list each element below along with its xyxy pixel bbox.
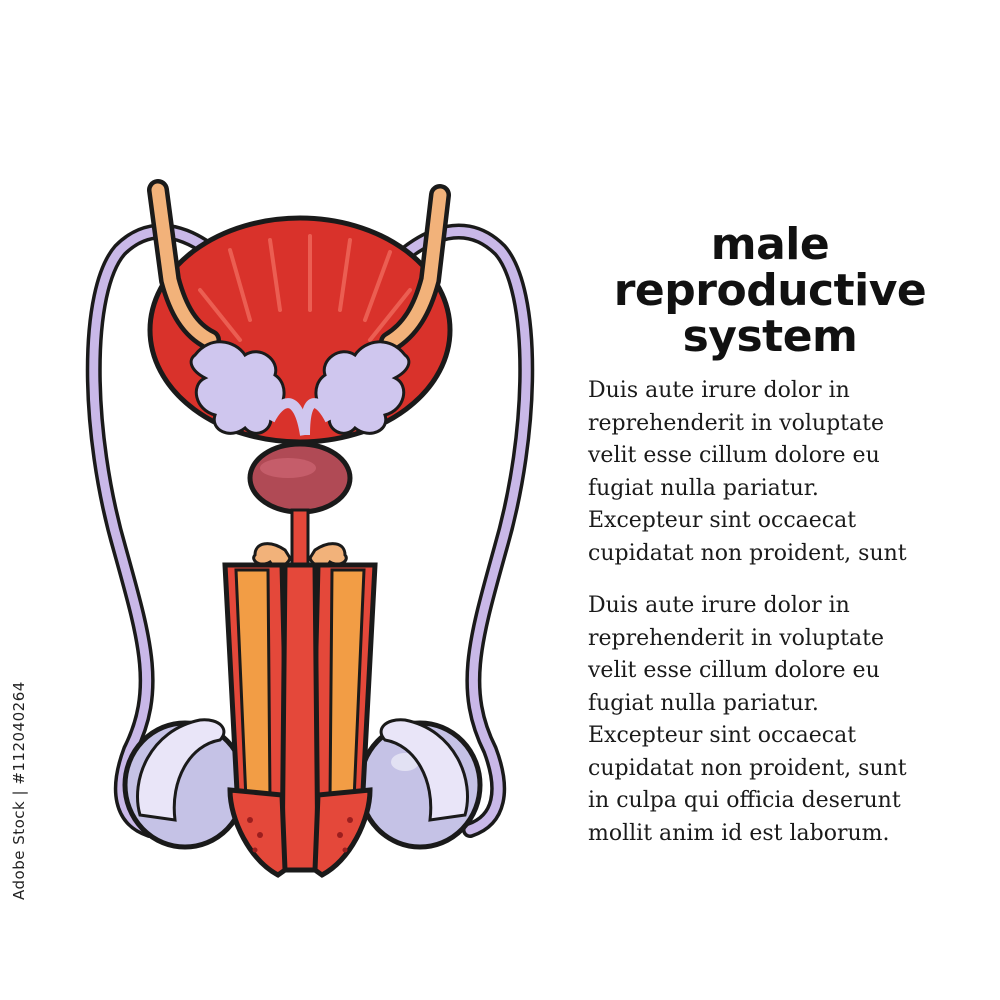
paragraph-2-line: fugiat nulla pariatur. (588, 690, 819, 716)
stock-watermark-id: Adobe Stock | #112040264 (10, 681, 28, 900)
left-testis (122, 718, 248, 850)
title-line-1: male (710, 219, 830, 270)
title-line-2: reproductive (613, 265, 927, 316)
diagram-title: male reproductive system (560, 222, 980, 360)
paragraph-2-line: Duis aute irure dolor in (588, 593, 850, 618)
reproductive-system-illustration (85, 179, 535, 878)
paragraph-1-line: cupidatat non proident, sunt (588, 540, 907, 566)
seminal-vesicles (189, 340, 411, 436)
paragraph-1-line: Excepteur sint occaecat (588, 508, 857, 533)
prostate (247, 441, 353, 515)
paragraph-2-line: in culpa qui officia deserunt (588, 788, 901, 813)
penis-corpora (222, 562, 378, 878)
paragraph-1-line: velit esse cillum dolore eu (588, 443, 880, 468)
paragraph-2-line: Excepteur sint occaecat (588, 723, 857, 748)
paragraph-2-line: reprehenderit in voluptate (588, 625, 884, 651)
paragraph-2: Duis aute irure dolor in reprehenderit i… (588, 590, 988, 850)
paragraph-2-line: cupidatat non proident, sunt (588, 755, 907, 781)
paragraph-1-line: fugiat nulla pariatur. (588, 475, 819, 501)
urethra (290, 508, 310, 572)
paragraph-1-line: Duis aute irure dolor in (588, 378, 850, 403)
paragraph-1-line: reprehenderit in voluptate (588, 410, 884, 436)
paragraph-2-line: velit esse cillum dolore eu (588, 658, 880, 683)
title-line-3: system (682, 311, 858, 362)
paragraph-1: Duis aute irure dolor in reprehenderit i… (588, 375, 988, 570)
paragraph-2-line: mollit anim id est laborum. (588, 820, 890, 846)
right-testis (357, 718, 483, 850)
